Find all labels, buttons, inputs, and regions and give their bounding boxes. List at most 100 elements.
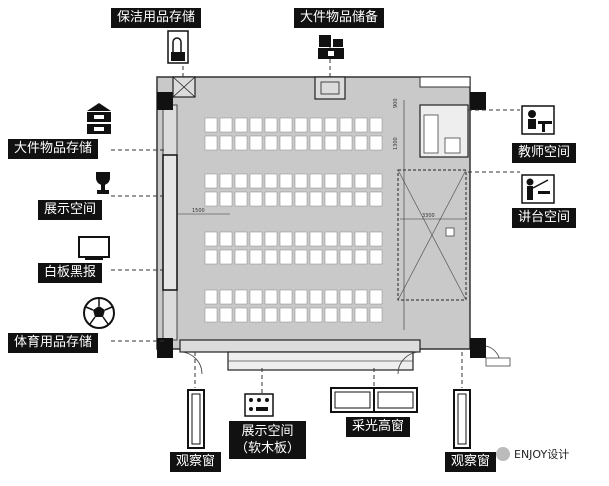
student-desk bbox=[354, 307, 368, 323]
student-desk bbox=[279, 191, 293, 207]
label-whiteboard: 白板黑报 bbox=[38, 263, 103, 283]
student-desk bbox=[264, 173, 278, 189]
label-bulk-storage-left: 大件物品存储 bbox=[8, 139, 99, 159]
student-desk bbox=[339, 135, 353, 151]
student-desk bbox=[324, 289, 338, 305]
brand-watermark: ENJOY设计 bbox=[496, 446, 569, 462]
student-desk bbox=[369, 249, 383, 265]
student-desk bbox=[339, 289, 353, 305]
high-window-icon bbox=[330, 387, 418, 413]
student-desk bbox=[204, 231, 218, 247]
student-desk bbox=[309, 289, 323, 305]
label-display-space-left: 展示空间 bbox=[38, 200, 103, 220]
student-desk bbox=[309, 135, 323, 151]
svg-text:1300: 1300 bbox=[393, 137, 399, 150]
student-desk bbox=[279, 117, 293, 133]
student-desk bbox=[219, 289, 233, 305]
label-bulk-storage-top: 大件物品储备 bbox=[294, 8, 385, 28]
student-desk bbox=[324, 307, 338, 323]
student-desk bbox=[354, 191, 368, 207]
student-desk bbox=[234, 135, 248, 151]
student-desk bbox=[204, 307, 218, 323]
student-desk bbox=[204, 173, 218, 189]
student-desk bbox=[309, 173, 323, 189]
box-storage-icon bbox=[318, 35, 344, 59]
student-desk bbox=[234, 289, 248, 305]
student-desk bbox=[354, 173, 368, 189]
student-desk bbox=[309, 249, 323, 265]
desk-grid bbox=[204, 117, 383, 323]
student-desk bbox=[219, 173, 233, 189]
observation-window-icon bbox=[187, 389, 205, 449]
student-desk bbox=[204, 191, 218, 207]
student-desk bbox=[249, 249, 263, 265]
label-observation-window-right: 观察窗 bbox=[445, 452, 497, 472]
whiteboard-icon bbox=[78, 236, 110, 260]
student-desk bbox=[219, 135, 233, 151]
student-desk bbox=[204, 249, 218, 265]
student-desk bbox=[324, 231, 338, 247]
mop-bucket-icon bbox=[167, 30, 189, 64]
student-desk bbox=[264, 307, 278, 323]
student-desk bbox=[369, 191, 383, 207]
student-desk bbox=[309, 117, 323, 133]
student-desk bbox=[339, 249, 353, 265]
student-desk bbox=[264, 231, 278, 247]
student-desk bbox=[309, 191, 323, 207]
label-sports-storage: 体育用品存储 bbox=[8, 333, 99, 353]
dimension-marks: 1500 3300 900 1300 bbox=[178, 98, 465, 330]
student-desk bbox=[219, 231, 233, 247]
student-desk bbox=[294, 117, 308, 133]
box-stack-icon bbox=[87, 103, 111, 134]
label-observation-window-left: 观察窗 bbox=[170, 452, 222, 472]
student-desk bbox=[249, 117, 263, 133]
teacher-desk-icon bbox=[521, 105, 555, 135]
student-desk bbox=[249, 135, 263, 151]
corkboard-icon bbox=[244, 393, 274, 417]
student-desk bbox=[264, 191, 278, 207]
label-podium-space: 讲台空间 bbox=[512, 208, 577, 228]
student-desk bbox=[264, 117, 278, 133]
student-desk bbox=[264, 289, 278, 305]
svg-text:900: 900 bbox=[393, 98, 399, 108]
student-desk bbox=[369, 135, 383, 151]
student-desk bbox=[369, 173, 383, 189]
student-desk bbox=[339, 117, 353, 133]
student-desk bbox=[339, 191, 353, 207]
student-desk bbox=[234, 249, 248, 265]
student-desk bbox=[354, 289, 368, 305]
label-display-corkboard-line1: 展示空间 bbox=[241, 424, 294, 439]
student-desk bbox=[354, 135, 368, 151]
student-desk bbox=[369, 117, 383, 133]
student-desk bbox=[339, 307, 353, 323]
brand-text: ENJOY设计 bbox=[514, 448, 570, 461]
student-desk bbox=[279, 173, 293, 189]
student-desk bbox=[309, 307, 323, 323]
student-desk bbox=[219, 117, 233, 133]
student-desk bbox=[294, 289, 308, 305]
student-desk bbox=[264, 135, 278, 151]
student-desk bbox=[234, 231, 248, 247]
student-desk bbox=[324, 191, 338, 207]
student-desk bbox=[354, 117, 368, 133]
student-desk bbox=[234, 191, 248, 207]
student-desk bbox=[294, 249, 308, 265]
wechat-logo-icon bbox=[496, 447, 510, 461]
student-desk bbox=[249, 231, 263, 247]
student-desk bbox=[354, 249, 368, 265]
student-desk bbox=[369, 289, 383, 305]
student-desk bbox=[294, 231, 308, 247]
student-desk bbox=[339, 173, 353, 189]
student-desk bbox=[294, 191, 308, 207]
student-desk bbox=[354, 231, 368, 247]
label-teacher-space: 教师空间 bbox=[512, 143, 577, 163]
svg-text:3300: 3300 bbox=[422, 213, 435, 219]
observation-window-right-icon bbox=[453, 389, 471, 449]
student-desk bbox=[324, 249, 338, 265]
student-desk bbox=[294, 173, 308, 189]
student-desk bbox=[249, 307, 263, 323]
student-desk bbox=[234, 117, 248, 133]
student-desk bbox=[279, 307, 293, 323]
